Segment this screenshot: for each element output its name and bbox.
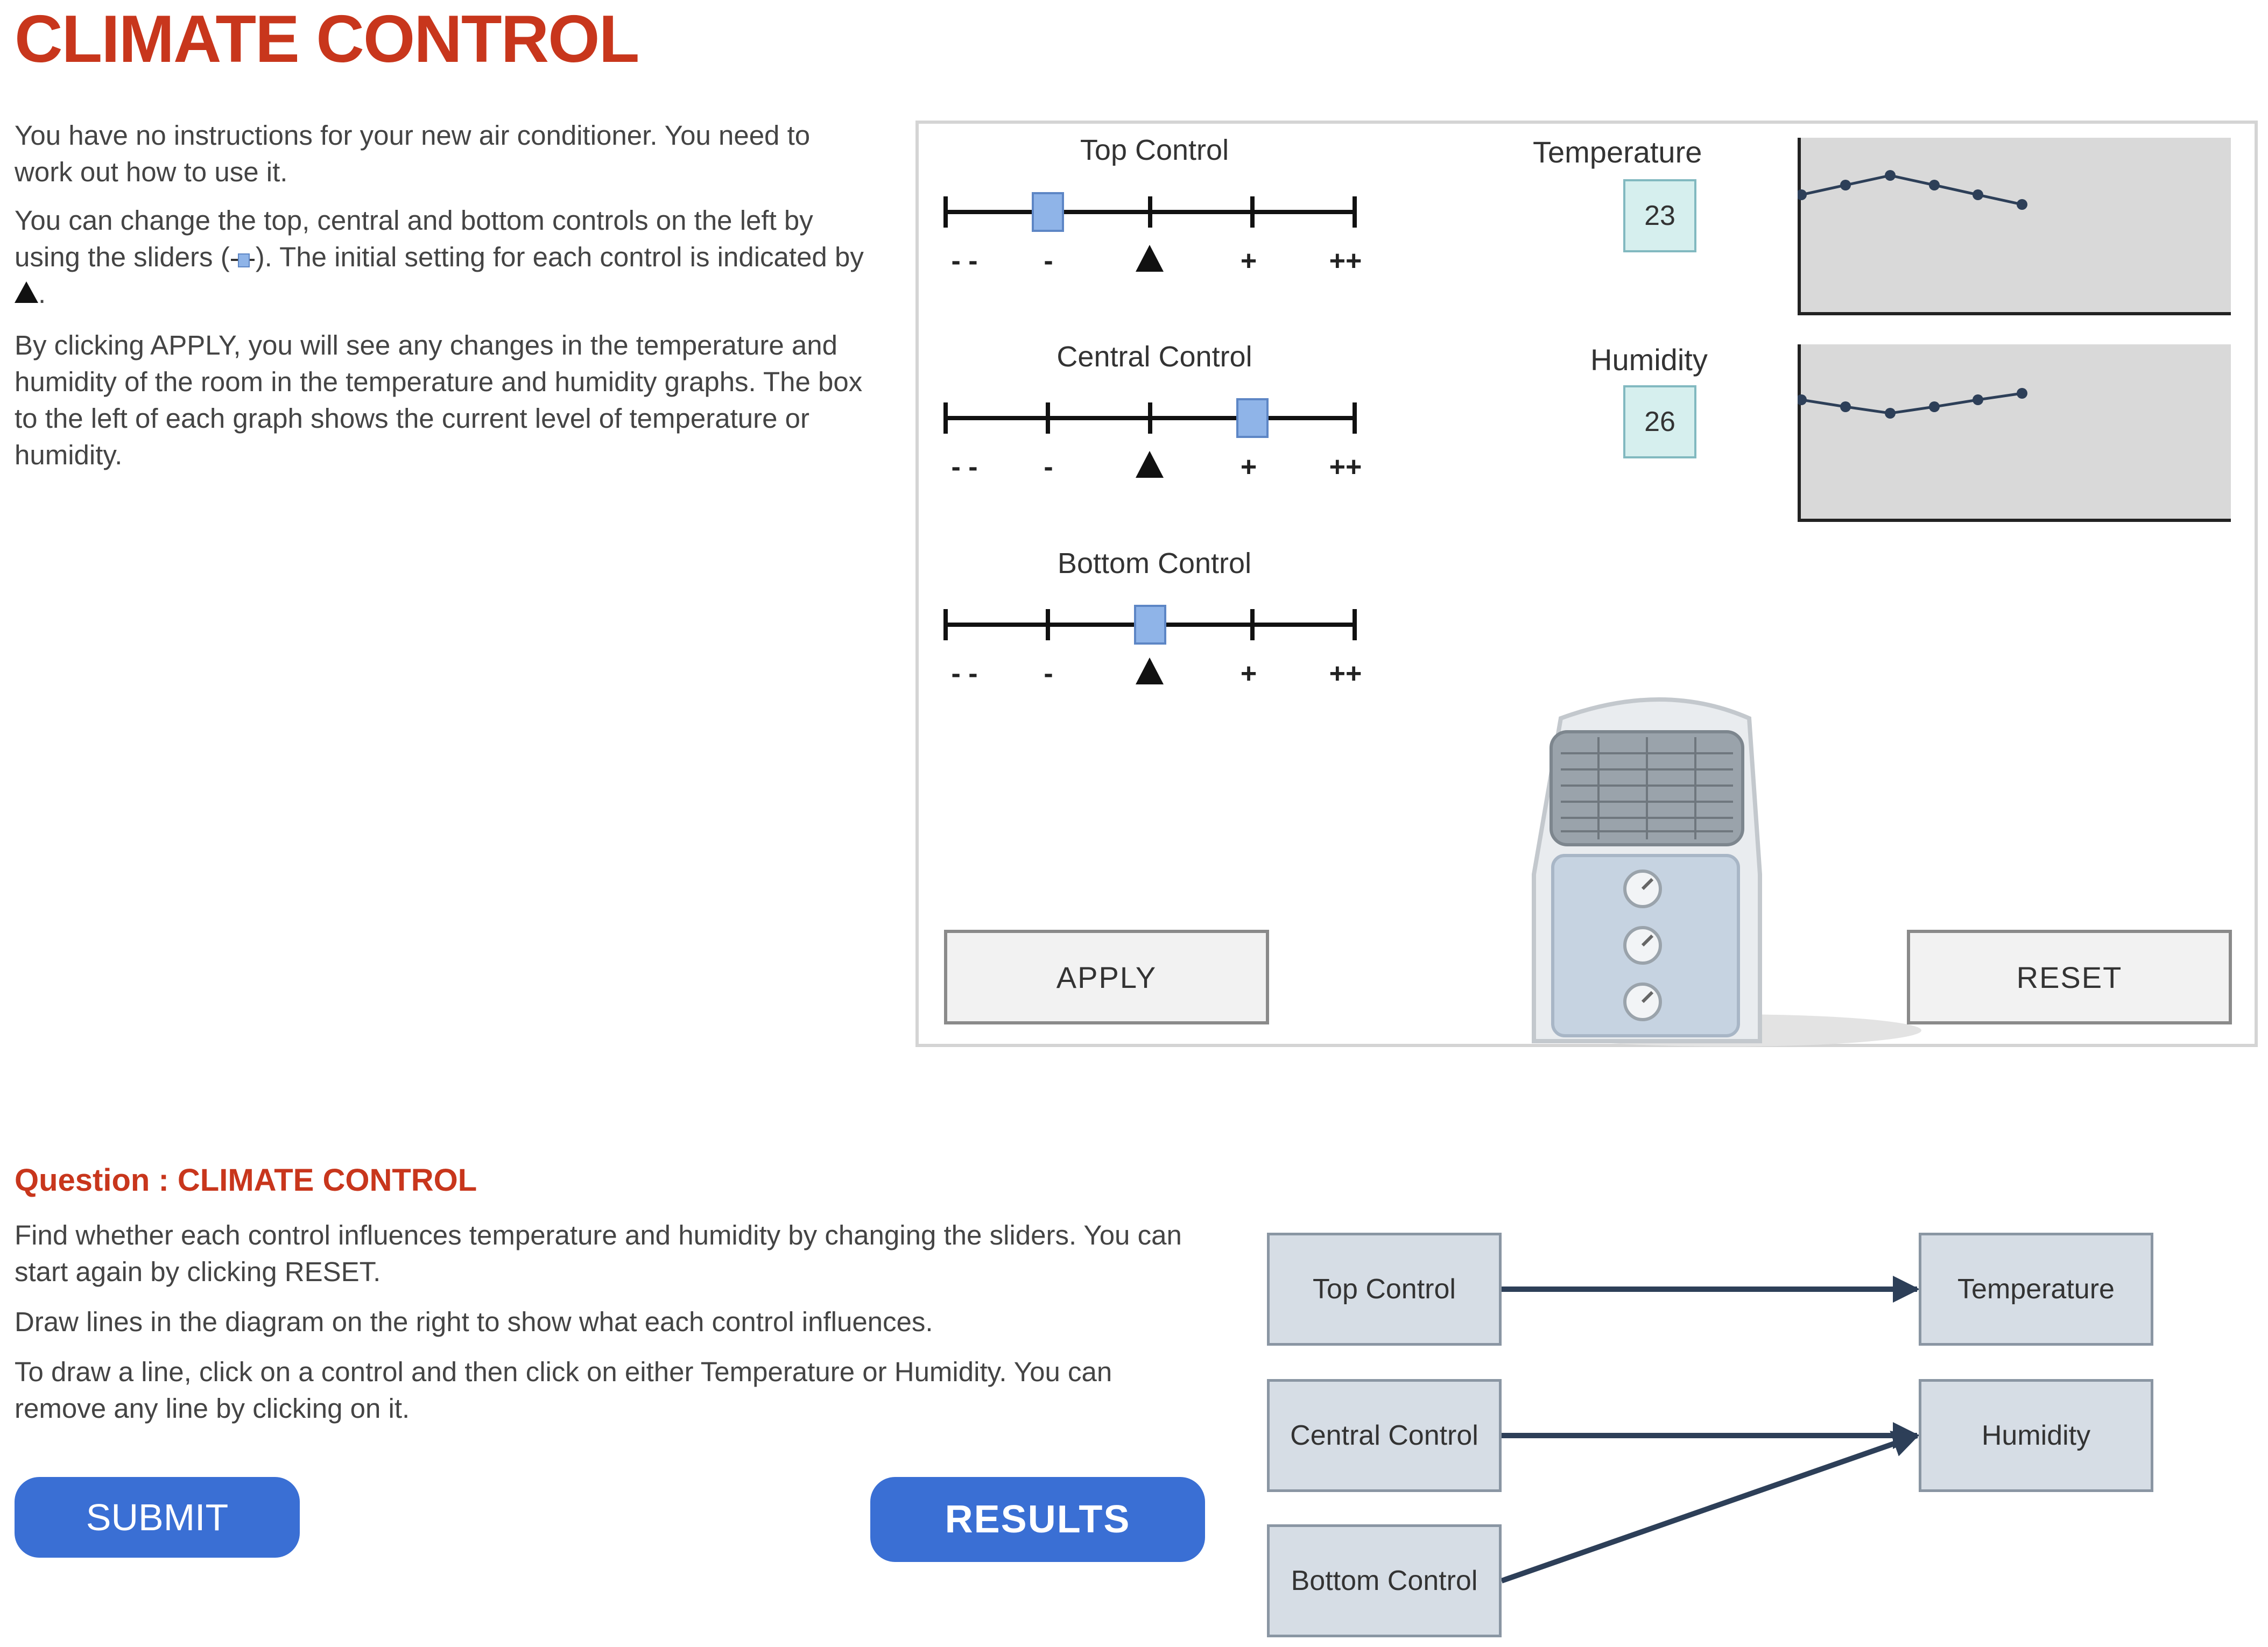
initial-setting-marker-icon (1136, 245, 1164, 272)
slider-tick (1250, 196, 1255, 228)
diagram-node-humidity[interactable]: Humidity (1919, 1379, 2153, 1492)
humidity-label: Humidity (1590, 343, 1708, 377)
humidity-trend-line (1801, 392, 2023, 415)
humidity-point (2017, 388, 2027, 399)
level-label: + (1240, 658, 1257, 689)
diagram-node-top-control[interactable]: Top Control (1267, 1233, 1502, 1346)
page-title: CLIMATE CONTROL (15, 2, 639, 76)
slider-tick (943, 402, 948, 434)
humidity-value-box: 26 (1623, 385, 1696, 458)
air-conditioner-illustration (1532, 697, 1921, 1047)
temperature-graph (1798, 138, 2231, 315)
central-control-label: Central Control (1056, 341, 1252, 373)
humidity-graph-plot (1798, 344, 2231, 522)
level-label: - - (951, 245, 978, 277)
temperature-point (2017, 199, 2027, 210)
instruction-paragraph-2: You can change the top, central and bott… (15, 202, 865, 312)
slider-tick (1353, 196, 1357, 228)
temperature-value-box: 23 (1623, 179, 1696, 252)
slider-tick (1250, 609, 1255, 640)
temperature-trend-line (1801, 174, 2023, 206)
humidity-point (1973, 394, 1983, 405)
temperature-label: Temperature (1533, 135, 1702, 169)
submit-button[interactable]: SUBMIT (15, 1477, 300, 1558)
temperature-point (1840, 180, 1851, 190)
bottom-control-knob[interactable] (1134, 605, 1166, 645)
link-bottom-control-humidity[interactable] (1501, 1431, 1920, 1584)
slider-tick (1148, 196, 1152, 228)
humidity-point (1798, 394, 1807, 405)
level-label: + (1240, 245, 1257, 277)
instruction-text: You can change the top, central and bott… (15, 205, 813, 272)
bottom-control-label: Bottom Control (1057, 547, 1252, 579)
temperature-point (1798, 189, 1807, 200)
humidity-point (1885, 408, 1896, 419)
level-label: + (1240, 451, 1257, 483)
slider-tick (1046, 402, 1050, 434)
question-text-1: Find whether each control influences tem… (15, 1220, 1182, 1287)
results-button[interactable]: RESULTS (870, 1477, 1205, 1562)
slider-tick (1353, 609, 1357, 640)
instruction-text: . (38, 278, 46, 309)
level-label: - (1044, 658, 1053, 689)
temperature-point (1973, 189, 1983, 200)
triangle-marker-icon (15, 281, 38, 303)
apply-button[interactable]: APPLY (944, 930, 1269, 1024)
initial-setting-marker-icon (1136, 658, 1164, 684)
central-control-knob[interactable] (1236, 398, 1269, 438)
diagram-node-temperature[interactable]: Temperature (1919, 1233, 2153, 1346)
diagram-node-bottom-control[interactable]: Bottom Control (1267, 1524, 1502, 1637)
slider-icon (230, 251, 255, 267)
temperature-point (1885, 170, 1896, 181)
diagram-node-central-control[interactable]: Central Control (1267, 1379, 1502, 1492)
instruction-text: ). The initial setting for each control … (255, 242, 864, 272)
humidity-point (1929, 401, 1940, 412)
level-label: ++ (1329, 245, 1362, 277)
temperature-graph-plot (1798, 138, 2231, 315)
level-label: - (1044, 245, 1053, 277)
slider-tick (943, 196, 948, 228)
level-label: - (1044, 451, 1053, 483)
level-label: ++ (1329, 451, 1362, 483)
reset-button[interactable]: RESET (1907, 930, 2232, 1024)
question-text-3: To draw a line, click on a control and t… (15, 1356, 1112, 1424)
slider-tick (1046, 609, 1050, 640)
instruction-paragraph-1: You have no instructions for your new ai… (15, 120, 811, 187)
temperature-point (1929, 180, 1940, 190)
question-text-2: Draw lines in the diagram on the right t… (15, 1306, 933, 1337)
humidity-graph (1798, 344, 2231, 522)
slider-tick (1148, 402, 1152, 434)
level-label: ++ (1329, 658, 1362, 689)
slider-tick (943, 609, 948, 640)
level-label: - - (951, 451, 978, 483)
instruction-paragraph-3: By clicking APPLY, you will see any chan… (15, 330, 863, 470)
humidity-point (1840, 401, 1851, 412)
question-title: Question : CLIMATE CONTROL (15, 1163, 477, 1198)
level-label: - - (951, 658, 978, 689)
slider-tick (1353, 402, 1357, 434)
top-control-knob[interactable] (1032, 192, 1064, 232)
top-control-label: Top Control (1080, 134, 1229, 166)
initial-setting-marker-icon (1136, 451, 1164, 478)
